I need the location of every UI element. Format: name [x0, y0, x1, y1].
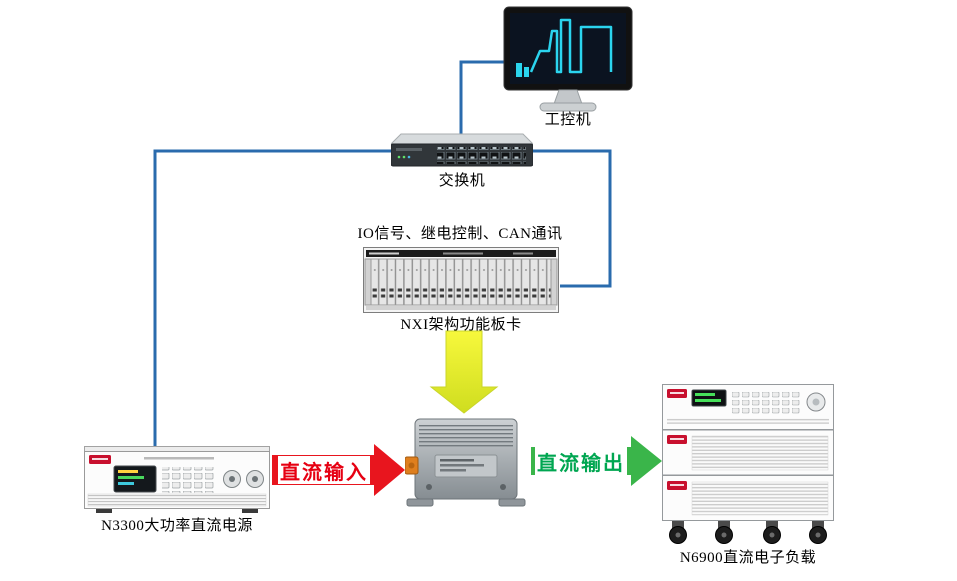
nxi-io-caption: IO信号、继电控制、CAN通讯: [357, 226, 563, 242]
load-label: N6900直流电子负载: [679, 550, 817, 566]
control-bus-arrow: [429, 330, 499, 414]
dc-converter-icon: [405, 418, 526, 507]
dc-power-supply-icon: [84, 446, 270, 513]
electronic-load-icon: [662, 384, 834, 544]
dc-output-label: 直流输出: [535, 447, 627, 475]
switch-label: 交换机: [438, 173, 486, 189]
nxi-label: NXI架构功能板卡: [400, 317, 522, 333]
monitor-icon: [503, 6, 633, 112]
wire-switch-nxi: [532, 149, 612, 288]
card-chassis-icon: [363, 247, 559, 313]
ipc-label: 工控机: [544, 112, 592, 128]
psu-label: N3300大功率直流电源: [101, 518, 253, 534]
ethernet-switch-icon: [391, 133, 533, 167]
dc-input-label: 直流输入: [278, 456, 370, 484]
wire-ipc-switch: [459, 60, 505, 137]
caster-wheels: [669, 521, 827, 544]
wire-switch-psu: [153, 149, 392, 449]
